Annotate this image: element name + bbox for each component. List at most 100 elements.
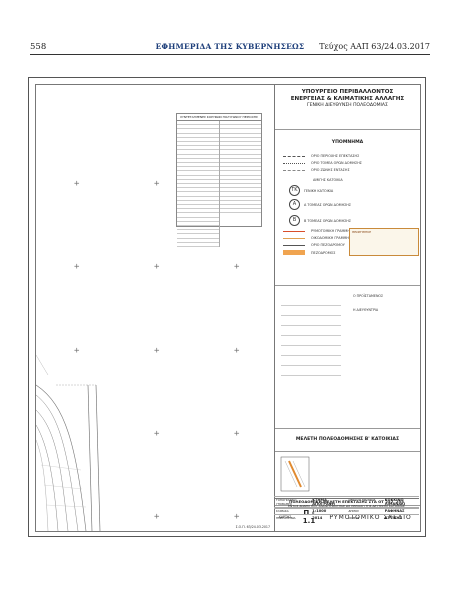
field-value: ΚΟΚΚΙΝΟ ΛΙΜΑΝΑΚΙ bbox=[384, 498, 406, 506]
legend-item: ΟΡΙΟ ΠΕΖΟΔΡΟΜΟΥ bbox=[283, 243, 345, 247]
header-divider bbox=[30, 54, 430, 55]
coordinates-row bbox=[177, 125, 219, 130]
coordinates-row bbox=[219, 209, 261, 214]
grid-cross: + bbox=[154, 346, 160, 356]
coordinates-row bbox=[177, 239, 219, 243]
stamp-label: ΘΕΩΡΗΘΗΚΕ bbox=[352, 230, 372, 234]
dimensions-list bbox=[281, 296, 341, 376]
symbol-b: Β bbox=[289, 215, 300, 226]
coordinates-row bbox=[177, 192, 219, 197]
grid-cross: + bbox=[154, 429, 160, 439]
dimension-row bbox=[281, 296, 341, 306]
coordinates-row bbox=[219, 138, 261, 143]
coordinates-row bbox=[177, 121, 219, 126]
coordinates-row bbox=[219, 167, 261, 172]
map-lines bbox=[36, 354, 101, 531]
grid-cross: + bbox=[234, 512, 240, 522]
coordinates-column bbox=[219, 121, 261, 247]
coordinates-row bbox=[177, 134, 219, 138]
coordinates-row bbox=[177, 234, 219, 239]
coordinates-row bbox=[177, 209, 219, 214]
legend-box: ΥΠΟΜΝΗΜΑ ΟΡΙΟ ΠΕΡΙΟΧΗΣ ΕΠΕΚΤΑΣΗΣ ΟΡΙΟ ΤΟ… bbox=[275, 130, 420, 286]
coordinates-row bbox=[219, 150, 261, 155]
page-number: 558 bbox=[30, 42, 47, 52]
coordinates-row bbox=[219, 197, 261, 201]
coordinates-row bbox=[219, 125, 261, 130]
coordinates-row bbox=[177, 163, 219, 168]
sheet-code: Π - 1.1 bbox=[302, 509, 316, 525]
field-label: ΔΗΜΟΣ bbox=[348, 509, 359, 513]
coordinates-row bbox=[177, 184, 219, 189]
field-value: 2014 bbox=[312, 516, 323, 520]
dimension-row bbox=[281, 306, 341, 316]
page-header: 558 ΕΦΗΜΕΡΙΔΑ ΤΗΣ ΚΥΒΕΡΝΗΣΕΩΣ Τεύχος ΑΑΠ… bbox=[30, 40, 430, 54]
coordinates-row bbox=[177, 218, 219, 222]
coordinates-row bbox=[177, 142, 219, 147]
coordinates-row bbox=[177, 230, 219, 235]
grid-cross: + bbox=[234, 262, 240, 272]
project-subtitle: ΕΝΤΟΣ ΖΩΝΗΣ ΠΟΥ ΧΑΡΑΚΤΗΡΙΣΤΗΚΕ ΩΣ ΠΕΡΙΟΧ… bbox=[288, 504, 405, 508]
coordinates-row bbox=[177, 180, 219, 185]
dimension-row bbox=[281, 366, 341, 376]
legend-item: ΟΡΙΟ ΤΟΜΕΑ ΟΡΩΝ ΔΟΜΗΣΗΣ bbox=[283, 161, 362, 165]
field-row: ΤΟΠΟΓΡΑΦΙΚΟ ΥΠΟΒΑΘΡΟ ΚΤΗΜΑ ΑΠΟΓΡΑΦΗ ΠΕΡΙΟΧ… bbox=[274, 496, 419, 507]
legend-item: ΡΥΜΟΤΟΜΙΚΗ ΓΡΑΜΜΗ bbox=[283, 229, 350, 233]
dimension-row bbox=[281, 346, 341, 356]
dimension-row bbox=[281, 316, 341, 326]
dimension-row bbox=[281, 356, 341, 366]
legend-item: ΑΜΙΓΗΣ ΚΑΤΟΙΚΙΑ bbox=[313, 178, 343, 182]
field-label: ΠΕΡΙΟΧΗ ΜΕΛΕΤΗΣ bbox=[348, 498, 376, 502]
coordinates-row bbox=[219, 121, 261, 126]
legend-item: ΟΙΚΟΔΟΜΙΚΗ ΓΡΑΜΜΗ bbox=[283, 236, 349, 240]
coordinates-row bbox=[219, 163, 261, 168]
coordinates-row bbox=[177, 138, 219, 143]
issue-info: Τεύχος ΑΑΠ 63/24.03.2017 bbox=[319, 42, 430, 51]
coordinates-table: ΣΥΝΤΕΤΑΓΜΕΝΕΣ ΚΟΡΥΦΩΝ ΠΟΛΥΓΩΝΟΥ ΠΕΡΙΟΧΗΣ bbox=[176, 113, 262, 248]
coordinates-row bbox=[177, 197, 219, 201]
approval-stamp: ΘΕΩΡΗΘΗΚΕ bbox=[349, 228, 419, 256]
coordinates-row bbox=[177, 167, 219, 172]
coordinates-row bbox=[177, 205, 219, 210]
dimension-row bbox=[281, 336, 341, 346]
coordinates-row bbox=[219, 205, 261, 210]
coordinates-row bbox=[219, 201, 261, 206]
field-label: ΚΛΙΜΑΚΑ bbox=[276, 509, 289, 513]
coordinates-row bbox=[177, 201, 219, 206]
coordinates-row bbox=[177, 171, 219, 176]
fields-table: ΤΟΠΟΓΡΑΦΙΚΟ ΥΠΟΒΑΘΡΟ ΚΤΗΜΑ ΑΠΟΓΡΑΦΗ ΠΕΡΙΟΧ… bbox=[274, 496, 419, 521]
field-value: ΚΤΗΜΑ ΑΠΟΓΡΑΦΗ bbox=[312, 498, 335, 506]
coordinates-column bbox=[177, 121, 220, 248]
coordinates-row bbox=[177, 176, 219, 180]
revision-box bbox=[275, 451, 420, 506]
coordinates-row bbox=[177, 129, 219, 134]
field-label: ΗΜΕΡΟΜΗΝΙΑ bbox=[276, 516, 296, 520]
legend-item: ΟΡΙΟ ΠΕΡΙΟΧΗΣ ΕΠΕΚΤΑΣΗΣ bbox=[283, 154, 359, 158]
grid-cross: + bbox=[154, 512, 160, 522]
field-label: ΝΟΜΟΣ bbox=[348, 516, 360, 520]
plan-title-box: ΜΕΛΕΤΗ ΠΟΛΕΟΔΟΜΗΣΗΣ Β' ΚΑΤΟΙΚΙΑΣ bbox=[275, 431, 420, 452]
map-drawing: + + + + + + + + + + + + ΣΥΝΤΕΤΑΓΜΕΝΕΣ ΚΟ… bbox=[35, 84, 275, 532]
coordinates-row bbox=[219, 129, 261, 134]
sheet-info: ΠΟΛΕΟΔΟΜΙΚΗ ΜΕΛΕΤΗ ΕΠΕΚΤΑΣΗΣ ΣΤΑ ΟΤ 252,… bbox=[274, 498, 419, 531]
coordinates-row bbox=[177, 243, 219, 248]
coordinates-row bbox=[177, 159, 219, 164]
field-value: 1:1000 bbox=[312, 509, 327, 513]
grid-cross: + bbox=[74, 262, 80, 272]
hatch-sketch bbox=[280, 456, 310, 492]
drawing-code: Σ.Ο.Π. 63/24.03.2017 bbox=[235, 525, 270, 529]
coordinates-row bbox=[177, 222, 219, 227]
project-title: ΠΟΛΕΟΔΟΜΙΚΗ ΜΕΛΕΤΗ ΕΠΕΚΤΑΣΗΣ ΣΤΑ ΟΤ 252,… bbox=[289, 499, 404, 504]
signature-2: Η ΔΙΕΥΘΥΝΤΡΙΑ bbox=[353, 308, 379, 312]
coordinates-row bbox=[219, 142, 261, 147]
dimension-row bbox=[281, 326, 341, 336]
coordinates-row bbox=[219, 155, 261, 159]
field-label: ΤΟΠΟΓΡΑΦΙΚΟ ΥΠΟΒΑΘΡΟ bbox=[276, 498, 297, 506]
plan-title: ΜΕΛΕΤΗ ΠΟΛΕΟΔΟΜΗΣΗΣ Β' ΚΑΤΟΙΚΙΑΣ bbox=[295, 437, 400, 442]
ministry-line-3: ΓΕΝΙΚΗ ΔΙΕΥΘΥΝΣΗ ΠΟΛΕΟΔΟΜΙΑΣ bbox=[307, 103, 388, 108]
coordinates-row bbox=[177, 150, 219, 155]
symbol-a: Α bbox=[289, 199, 300, 210]
